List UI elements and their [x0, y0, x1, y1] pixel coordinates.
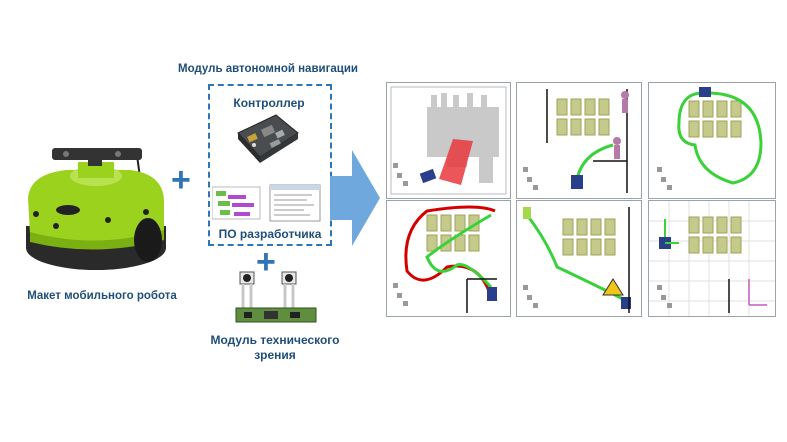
developer-software-label: ПО разработчика [218, 227, 322, 241]
vision-module-label: Модуль технического зрения [210, 333, 340, 362]
developer-software-image [212, 184, 321, 222]
grid-coords-panel [648, 200, 776, 317]
vision-module-image [235, 271, 317, 323]
people-tracking-panel [516, 82, 642, 199]
mobile-robot-image [26, 147, 166, 270]
robot-label: Макет мобильного робота [27, 290, 177, 302]
plus-icon: + [256, 243, 276, 281]
warning-sign-panel [516, 200, 642, 317]
controller-board-image [237, 114, 299, 163]
plus-icon: + [171, 161, 191, 199]
nav-module-box [208, 84, 332, 246]
loop-path-panel [648, 82, 776, 199]
red-green-paths-panel [386, 200, 511, 317]
scan-map-panel [386, 82, 511, 199]
big-arrow-icon [330, 150, 380, 246]
nav-module-title: Модуль автономной навигации [178, 63, 358, 75]
controller-label: Контроллер [233, 96, 305, 110]
